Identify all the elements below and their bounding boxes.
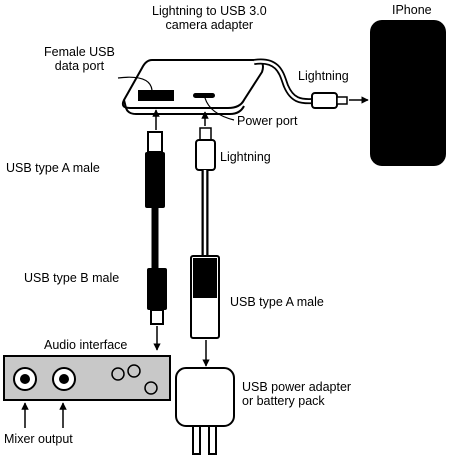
- knob: [111, 367, 125, 381]
- audio-interface: [3, 355, 171, 428]
- power-adapter-label: USB power adapter or battery pack: [242, 380, 351, 409]
- female-usb-port: [138, 90, 174, 101]
- lightning-to-usb-a-cable: [190, 111, 220, 367]
- female-usb-label-line2: data port: [54, 59, 105, 74]
- audio-interface-label: Audio interface: [44, 338, 128, 352]
- usb-b-male-label: USB type B male: [24, 271, 120, 285]
- adapter-title-line2: camera adapter: [165, 18, 254, 33]
- lightning-cable-label: Lightning: [220, 150, 271, 164]
- lightning-top-label: Lightning: [298, 69, 349, 83]
- lightning-plug-top: [311, 92, 338, 109]
- adapter-title-line1: Lightning to USB 3.0: [152, 4, 267, 18]
- power-adapter-label-line2: or battery pack: [242, 394, 325, 409]
- female-usb-leader: [117, 76, 153, 91]
- iphone-device: [370, 20, 446, 166]
- lightning-plug-bottom: [195, 139, 216, 171]
- power-prong: [208, 425, 217, 455]
- knob: [127, 364, 141, 378]
- power-prong: [192, 425, 201, 455]
- usb-a-male-left-label: USB type A male: [6, 161, 100, 175]
- power-adapter-label-line1: USB power adapter: [242, 380, 352, 394]
- usb-a-male-right-label: USB type A male: [230, 295, 324, 309]
- adapter-lightning-cable: [253, 58, 369, 109]
- camera-adapter: [121, 59, 264, 115]
- usb-a-to-b-cable: [145, 109, 167, 351]
- knob: [144, 381, 158, 395]
- power-port-label: Power port: [237, 114, 298, 128]
- usb-b-plug: [147, 268, 167, 310]
- female-usb-label-line1: Female USB: [44, 45, 115, 59]
- usb-a-plug-left: [145, 152, 165, 208]
- mixer-output-label: Mixer output: [4, 432, 73, 446]
- usb-power-adapter: [175, 367, 235, 455]
- female-usb-label: Female USB data port: [44, 45, 115, 74]
- power-port-slot: [193, 93, 215, 98]
- iphone-label: IPhone: [392, 3, 432, 17]
- adapter-title: Lightning to USB 3.0 camera adapter: [152, 4, 267, 33]
- power-port-leader: [204, 97, 235, 121]
